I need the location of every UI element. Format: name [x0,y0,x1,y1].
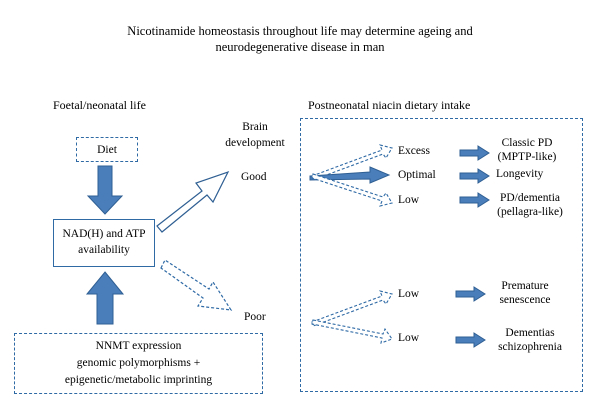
diet-box [76,137,138,162]
pd-dementia-line-2: (pellagra-like) [497,206,563,218]
longevity-arrow [459,168,490,184]
nnmt-line-3: epigenetic/metabolic imprinting [64,374,213,386]
nnmt-line-1: NNMT expression [95,340,182,352]
low-dashed-arrow-3 [311,319,393,344]
brain-line-2: development [225,137,285,149]
nnmt-up-arrow [85,271,125,325]
low-dashed-arrow-1 [311,173,393,207]
optimal-label: Optimal [398,169,436,181]
title-line-2: neurodegenerative disease in man [215,40,385,54]
premature-line-1: Premature [501,280,549,292]
low-dashed-arrow-2 [311,290,393,327]
good-label: Good [241,171,267,183]
diet-down-arrow [86,165,124,215]
nad-line-2: availability [78,244,130,256]
pd-dementia-arrow [459,192,490,208]
foetal-heading: Foetal/neonatal life [53,98,146,112]
title-line-1: Nicotinamide homeostasis throughout life… [127,24,473,38]
excess-label: Excess [398,145,430,157]
brain-line-1: Brain [242,121,268,133]
nad-atp-box [53,219,155,267]
pd-dementia-line-1: PD/dementia [499,192,561,204]
good-outline-arrow [156,170,230,233]
classic-pd-line-1: Classic PD [501,137,553,149]
diet-label: Diet [97,144,117,156]
dementias-line-1: Dementias [505,327,555,339]
dementias-line-2: schizophrenia [498,341,562,353]
nnmt-box [14,333,263,394]
classic-pd-line-2: (MPTP-like) [497,151,557,163]
longevity-label: Longevity [496,168,544,180]
dementias-arrow [455,332,486,348]
poor-dashed-arrow [160,259,233,311]
postneonatal-box [300,118,583,392]
poor-label: Poor [244,311,266,323]
classic-pd-arrow [459,145,490,161]
postneonatal-heading: Postneonatal niacin dietary intake [308,98,471,112]
low-label-3: Low [398,332,420,344]
low-label-2: Low [398,288,420,300]
nnmt-line-2: genomic polymorphisms + [76,357,201,369]
premature-senescence-arrow [455,286,486,302]
low-label-1: Low [398,194,420,206]
nad-line-1: NAD(H) and ATP [62,228,146,240]
premature-line-2: senescence [499,294,551,306]
